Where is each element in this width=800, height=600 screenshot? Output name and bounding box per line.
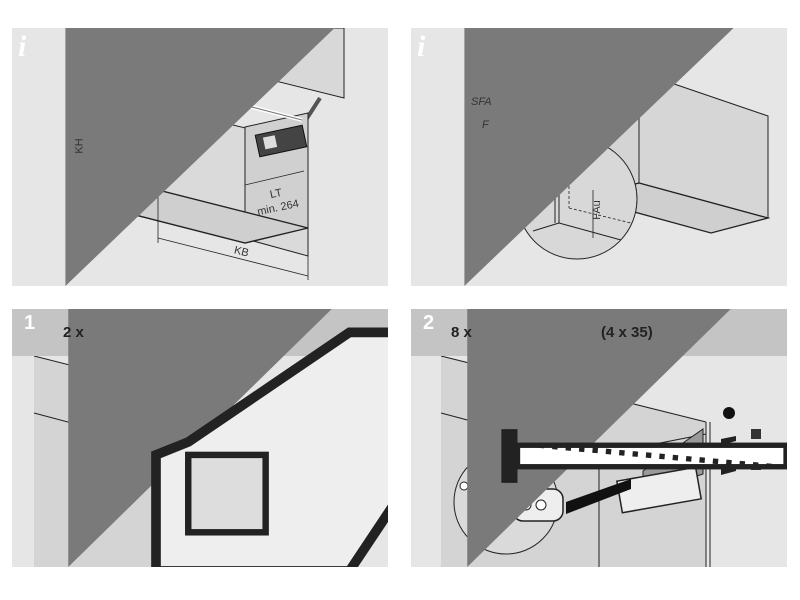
quantity-label: 8 x	[451, 324, 472, 341]
info-icon: i	[417, 30, 426, 63]
info-panel-dimensions: i KH KB LT min. 264	[12, 28, 388, 286]
step-panel-2: 2 8 x (4 x 35)	[411, 309, 787, 567]
step-header: 1 2 x	[12, 309, 388, 567]
lift-mechanism	[254, 124, 308, 158]
step-header: 2 8 x (4 x 35)	[411, 309, 787, 567]
lift-mechanism-icon	[151, 327, 388, 567]
step-number: 2	[423, 312, 435, 334]
info-badge: i	[12, 28, 335, 286]
label-fau: FAu	[590, 200, 603, 220]
detail-connector	[566, 479, 631, 514]
label-f: F	[482, 119, 489, 131]
label-sfa: SFA	[471, 96, 492, 108]
label-lt: LT	[268, 186, 284, 202]
info-badge: i	[411, 28, 734, 286]
screw-icon	[501, 429, 787, 483]
quantity-label: 2 x	[63, 324, 84, 341]
info-icon: i	[18, 30, 27, 63]
step-number: 1	[24, 312, 36, 334]
dimension-line-kb	[157, 237, 309, 277]
dimension-line-lt	[244, 170, 305, 186]
label-kh: KH	[73, 138, 86, 154]
info-panel-gaps: i SFA F FAu	[411, 28, 787, 286]
screw-dimensions: (4 x 35)	[601, 324, 653, 341]
lift-mechanism	[615, 466, 703, 514]
step-panel-1: 1 2 x	[12, 309, 388, 567]
removed-cap-top	[751, 429, 761, 439]
callout-2	[723, 407, 735, 419]
